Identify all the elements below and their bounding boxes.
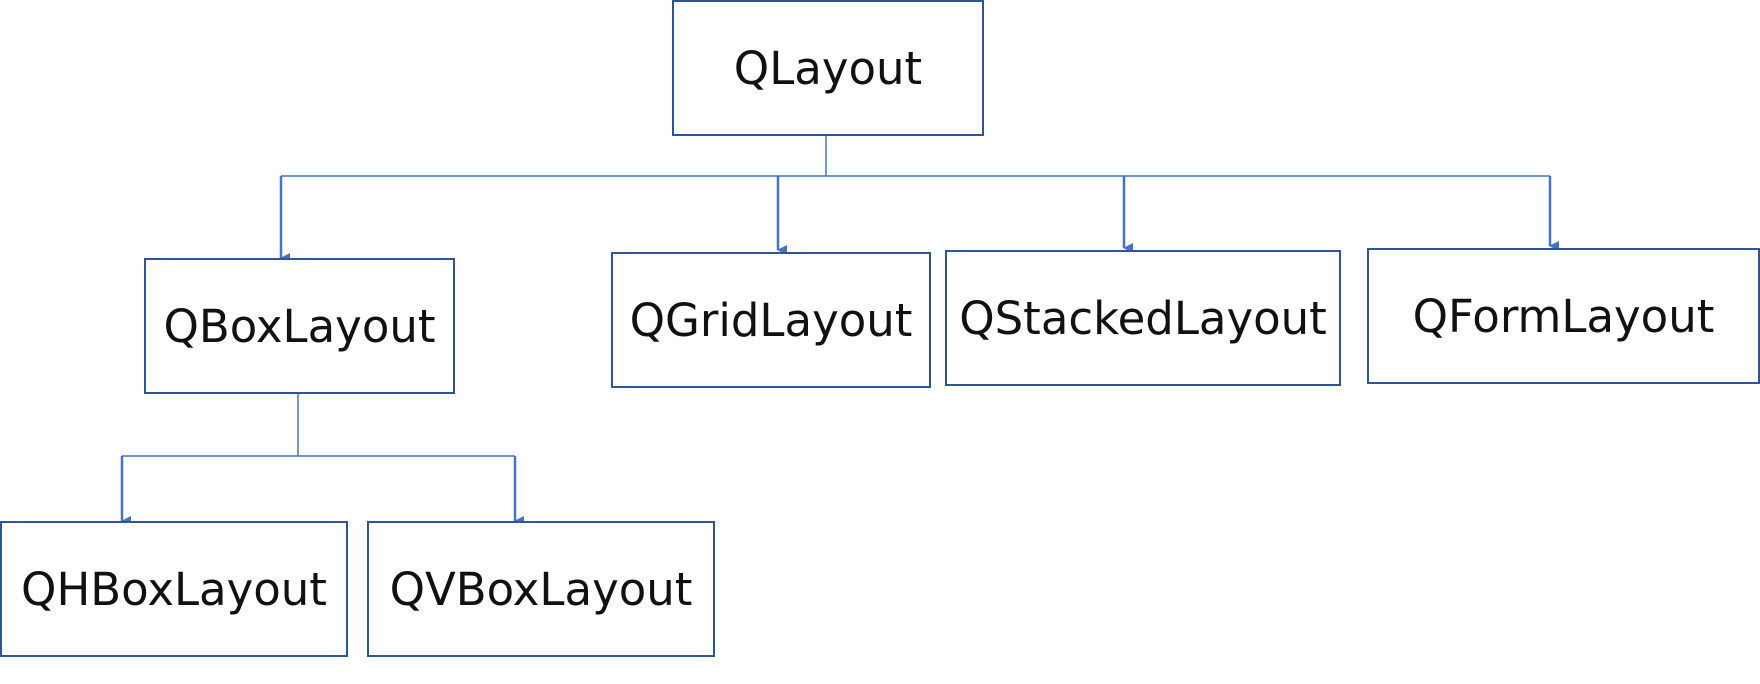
node-qboxlayout-label: QBoxLayout [163, 299, 436, 353]
node-qvboxlayout: QVBoxLayout [367, 521, 715, 657]
node-qstackedlayout: QStackedLayout [945, 250, 1341, 386]
node-qformlayout-label: QFormLayout [1412, 289, 1715, 343]
node-qlayout: QLayout [672, 0, 984, 136]
node-qhboxlayout-label: QHBoxLayout [21, 562, 327, 616]
node-qformlayout: QFormLayout [1367, 248, 1760, 384]
node-qlayout-label: QLayout [733, 41, 923, 95]
node-qhboxlayout: QHBoxLayout [0, 521, 348, 657]
node-qgridlayout-label: QGridLayout [629, 293, 913, 347]
node-qboxlayout: QBoxLayout [144, 258, 455, 394]
node-qgridlayout: QGridLayout [611, 252, 931, 388]
node-qvboxlayout-label: QVBoxLayout [389, 562, 693, 616]
node-qstackedlayout-label: QStackedLayout [959, 291, 1327, 345]
